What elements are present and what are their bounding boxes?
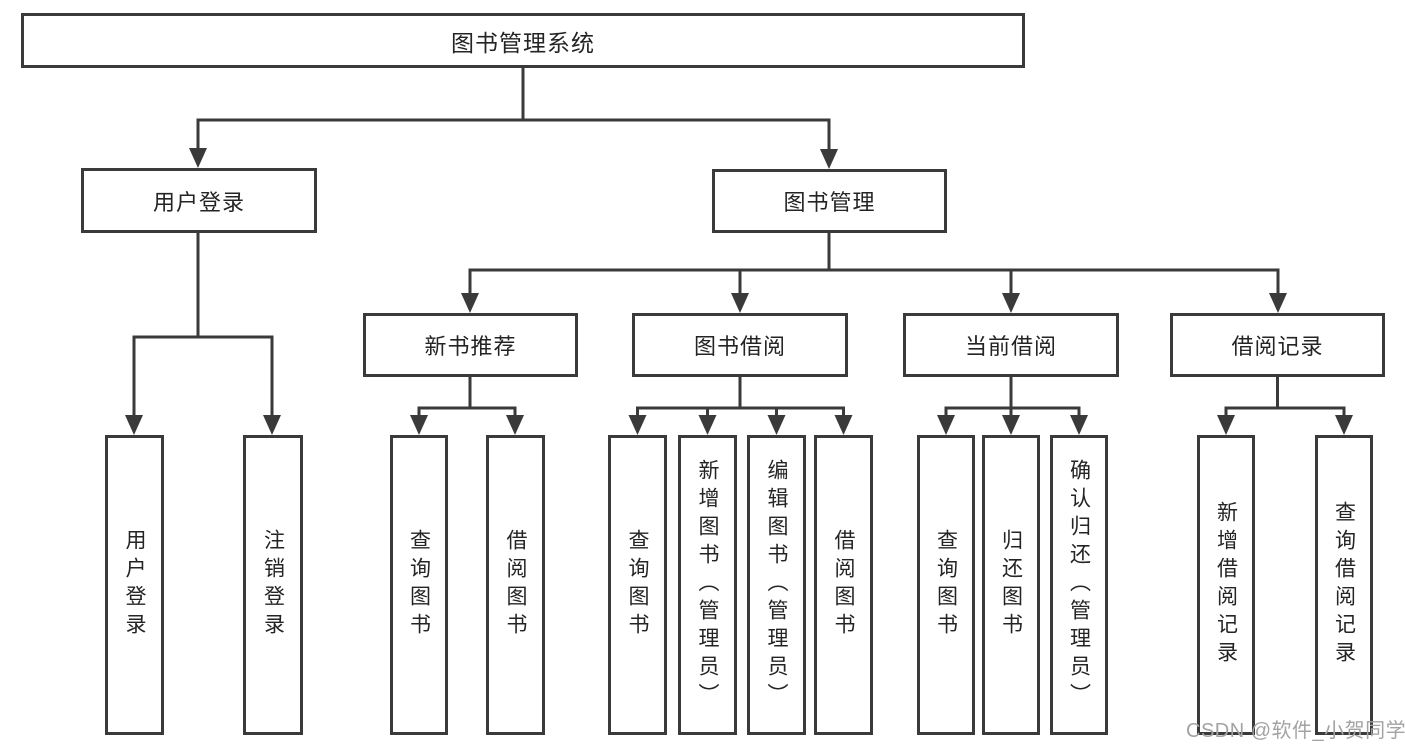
leaf-label: 用户登录 <box>123 529 146 641</box>
leaf-label: 归还图书 <box>999 529 1023 641</box>
leaf-query-books-borrowing: 查询图书 <box>608 435 667 735</box>
leaf-add-books-admin: 新增图书（管理员） <box>678 435 737 735</box>
leaf-label: 借阅图书 <box>832 529 855 641</box>
leaf-label: 借阅图书 <box>504 529 527 641</box>
leaf-label: 编辑图书（管理员） <box>765 459 788 711</box>
leaf-label: 确认归还（管理员） <box>1067 459 1091 711</box>
leaf-label: 查询图书 <box>626 529 649 641</box>
leaf-label: 查询借阅记录 <box>1332 501 1356 669</box>
node-book-management: 图书管理 <box>712 169 947 233</box>
leaf-return-books: 归还图书 <box>982 435 1040 735</box>
node-label: 图书管理系统 <box>451 29 595 56</box>
node-borrowing-records: 借阅记录 <box>1170 313 1385 377</box>
leaf-label: 注销登录 <box>261 529 285 641</box>
leaf-label: 查询图书 <box>407 529 431 641</box>
leaf-query-books-current: 查询图书 <box>917 435 975 735</box>
leaf-user-login: 用户登录 <box>105 435 164 735</box>
leaf-label: 新增借阅记录 <box>1214 501 1238 669</box>
node-label: 借阅记录 <box>1231 334 1324 359</box>
leaf-add-borrow-record: 新增借阅记录 <box>1197 435 1255 735</box>
leaf-label: 查询图书 <box>934 529 958 641</box>
leaf-edit-books-admin: 编辑图书（管理员） <box>747 435 806 735</box>
node-label: 当前借阅 <box>964 334 1057 359</box>
leaf-confirm-return-admin: 确认归还（管理员） <box>1050 435 1108 735</box>
node-label: 图书管理 <box>783 190 876 215</box>
node-label: 新书推荐 <box>424 334 517 359</box>
csdn-watermark: CSDN @软件_小贺同学 <box>1186 720 1405 742</box>
node-label: 图书借阅 <box>693 334 786 359</box>
node-label: 用户登录 <box>152 189 245 215</box>
node-current-borrowing: 当前借阅 <box>903 313 1119 377</box>
node-user-login: 用户登录 <box>81 168 317 233</box>
leaf-borrow-books: 借阅图书 <box>814 435 873 735</box>
node-book-borrowing: 图书借阅 <box>632 313 848 377</box>
leaf-logout: 注销登录 <box>243 435 303 735</box>
leaf-query-borrow-record: 查询借阅记录 <box>1315 435 1373 735</box>
node-new-book-recommend: 新书推荐 <box>363 313 578 377</box>
leaf-label: 新增图书（管理员） <box>696 459 719 711</box>
node-library-management-system: 图书管理系统 <box>21 13 1025 68</box>
leaf-borrow-books-recommend: 借阅图书 <box>486 435 545 735</box>
leaf-query-books-recommend: 查询图书 <box>390 435 448 735</box>
